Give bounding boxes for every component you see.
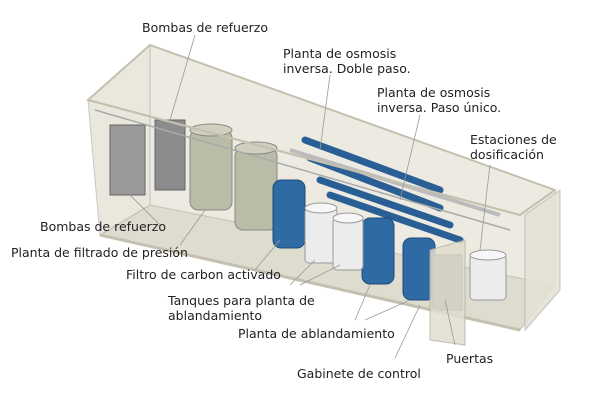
label-line: dosificación <box>470 147 544 162</box>
label-planta-filtrado: Planta de filtrado de presión <box>11 245 188 260</box>
pressure-filter-tank <box>189 123 233 211</box>
leader-lines <box>124 34 491 359</box>
door-front <box>429 239 466 346</box>
label-line: Planta de osmosis <box>283 46 397 61</box>
label-line: Tanques para planta de <box>168 293 315 308</box>
label-gabinete-control: Gabinete de control <box>297 366 421 381</box>
label-line: Estaciones de <box>470 132 557 147</box>
brine-tank <box>304 202 338 264</box>
label-line: inversa. Paso único. <box>377 100 502 115</box>
door-right <box>524 189 561 332</box>
softener-blue-tank <box>361 217 395 285</box>
label-line: inversa. Doble paso. <box>283 61 411 76</box>
label-bombas-de-refuerzo-top: Bombas de refuerzo <box>142 20 268 35</box>
softener-blue-tank <box>272 179 306 249</box>
label-line: Planta de osmosis <box>377 85 491 100</box>
brine-tank <box>332 212 364 271</box>
label-puertas: Puertas <box>446 351 494 366</box>
booster-pump-top <box>154 119 186 191</box>
booster-pump-left <box>109 124 146 196</box>
label-line: ablandamiento <box>168 308 263 323</box>
dosing-station-tank <box>469 249 507 301</box>
carbon-filter-tank <box>234 141 278 231</box>
label-bombas-de-refuerzo-left: Bombas de refuerzo <box>40 219 166 234</box>
label-filtro-carbon: Filtro de carbon activado <box>126 267 281 282</box>
ro-membranes <box>301 136 464 244</box>
label-planta-ablandamiento: Planta de ablandamiento <box>238 326 395 341</box>
